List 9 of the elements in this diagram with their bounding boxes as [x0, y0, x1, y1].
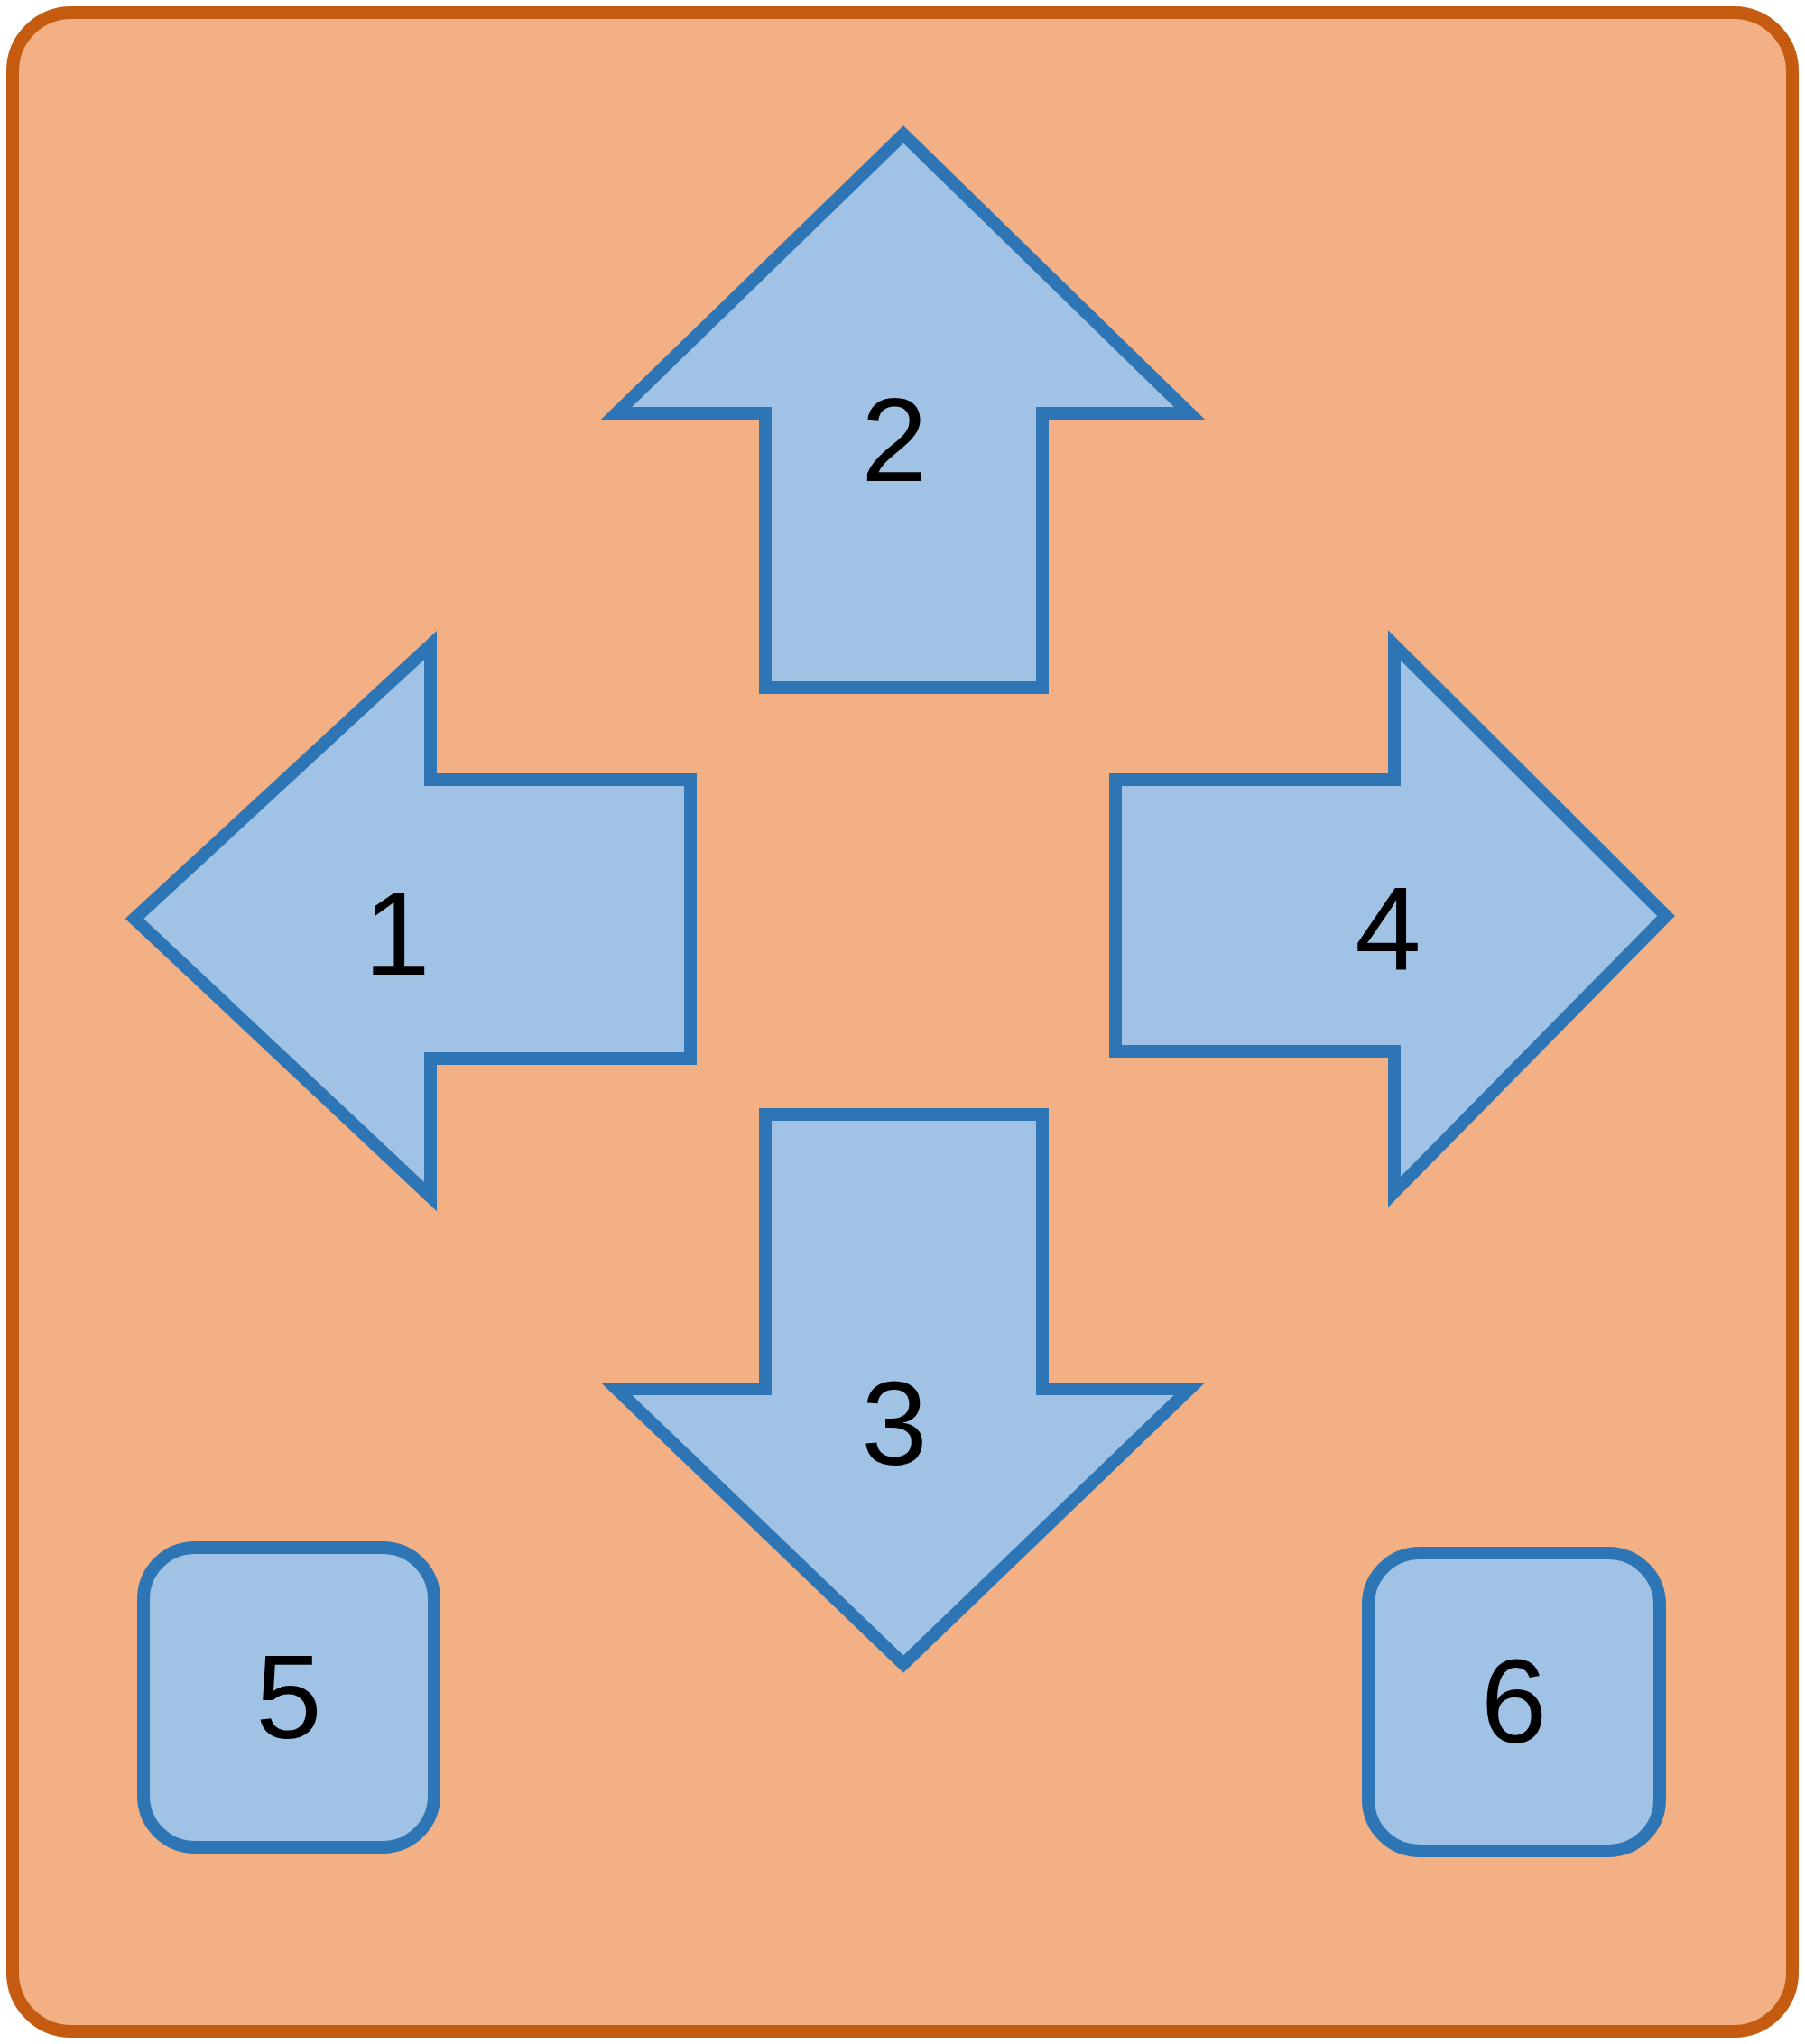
rounded-box: [1362, 1547, 1666, 1857]
rounded-box: [137, 1541, 440, 1854]
node-label: 6: [1480, 1642, 1548, 1762]
node-label: 3: [861, 1364, 928, 1484]
node-label: 4: [1355, 870, 1421, 989]
node-label: 2: [861, 381, 928, 500]
panel-background: [6, 6, 1799, 2038]
node-label: 5: [255, 1638, 322, 1757]
node-label: 1: [364, 874, 430, 994]
